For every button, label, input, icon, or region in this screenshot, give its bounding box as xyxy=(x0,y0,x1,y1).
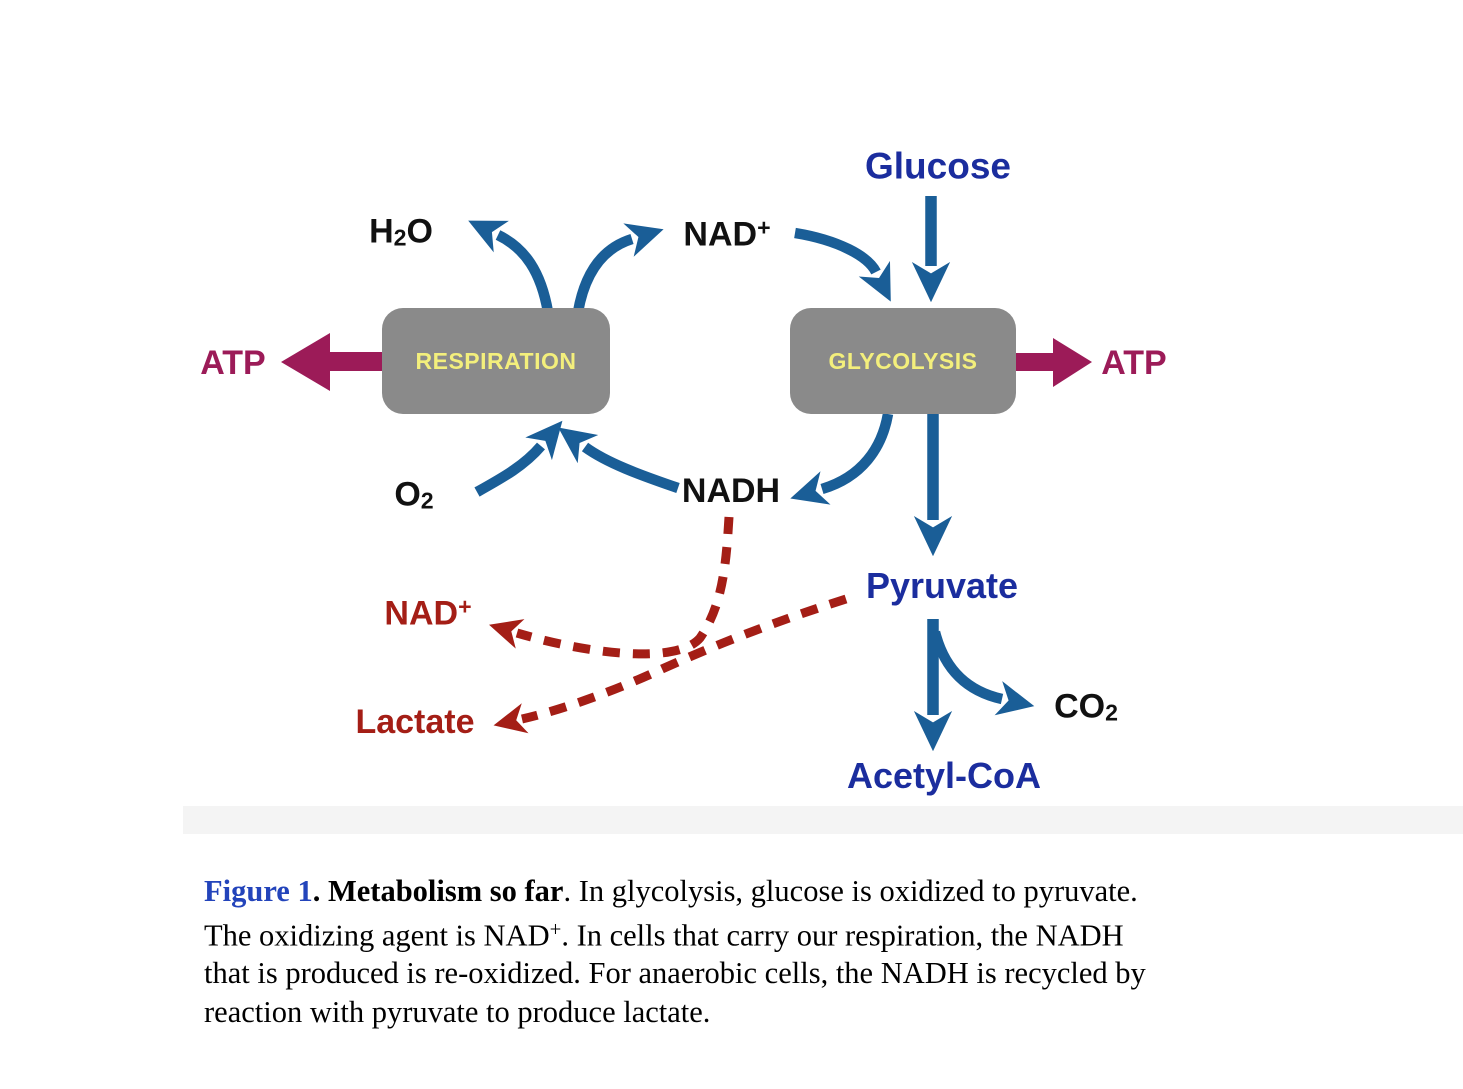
glycolysis-box-label: GLYCOLYSIS xyxy=(828,347,978,374)
arrow-nadh-to-respiration xyxy=(558,427,680,493)
arrow-pyruvate-to-co2 xyxy=(929,630,1035,716)
arrow-glycolysis-to-nadh xyxy=(790,412,894,505)
nad-top-label: NAD+ xyxy=(683,214,771,254)
caption-line-4: reaction with pyruvate to produce lactat… xyxy=(204,994,711,1029)
caption-line-3: that is produced is re-oxidized. For ana… xyxy=(204,956,1146,991)
figure-caption: Figure 1. Metabolism so far. In glycolys… xyxy=(204,872,1324,1031)
glucose-label: Glucose xyxy=(865,145,1011,187)
glycolysis-box: GLYCOLYSIS xyxy=(790,308,1016,414)
arrow-nad-to-glycolysis xyxy=(794,227,891,302)
o2-label: O2 xyxy=(394,475,434,514)
atp-arrow-right xyxy=(1014,338,1092,387)
atp-right-label: ATP xyxy=(1101,344,1167,382)
caption-line-2: The oxidizing agent is NAD+. In cells th… xyxy=(204,917,1124,952)
respiration-box: RESPIRATION xyxy=(382,308,610,414)
nadh-label: NADH xyxy=(681,472,781,510)
caption-line-1: Figure 1. Metabolism so far. In glycolys… xyxy=(204,874,1138,908)
figure-number: Figure 1 xyxy=(204,874,313,908)
atp-arrow-left xyxy=(281,333,383,391)
dashed-arrow-nadh-to-nad xyxy=(489,516,734,659)
nad-recycled-label: NAD+ xyxy=(384,593,472,633)
atp-left-label: ATP xyxy=(200,344,266,382)
lactate-label: Lactate xyxy=(355,703,475,741)
dashed-arrow-pyruvate-to-lactate xyxy=(493,594,848,734)
image-edge-artifact xyxy=(183,806,1463,834)
respiration-box-label: RESPIRATION xyxy=(415,347,577,374)
h2o-label: H2O xyxy=(369,212,433,251)
arrow-o2-to-respiration xyxy=(474,420,563,497)
acetyl-coa-label: Acetyl-CoA xyxy=(846,755,1042,796)
co2-label: CO2 xyxy=(1054,687,1118,726)
arrow-respiration-to-nad xyxy=(572,223,664,313)
arrow-respiration-to-h2o xyxy=(468,220,554,313)
pyruvate-label: Pyruvate xyxy=(865,565,1019,606)
